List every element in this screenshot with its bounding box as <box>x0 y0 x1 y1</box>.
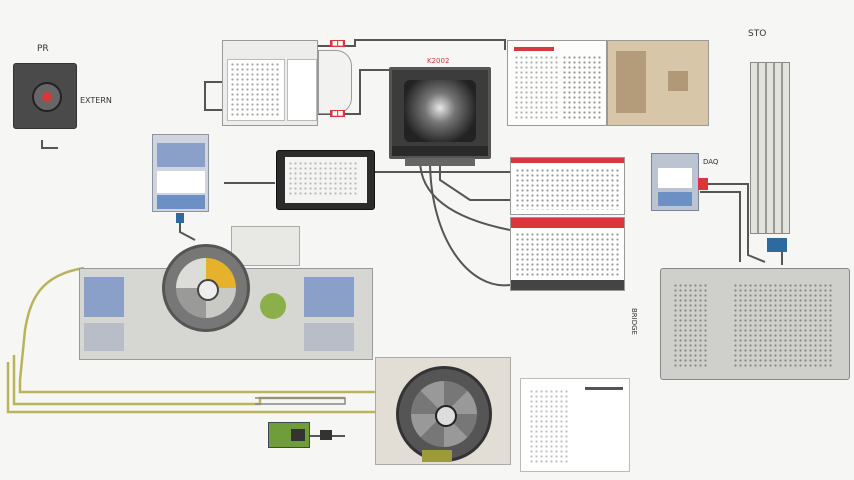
pr-label: PR <box>37 44 49 54</box>
red-connector-2: ■■ <box>330 110 346 117</box>
control-panel-ext <box>318 50 352 114</box>
building-block <box>79 268 373 360</box>
document-sheet <box>507 40 607 126</box>
radial-turbine-icon <box>162 244 250 332</box>
red-connector-1: ■■ <box>330 40 346 47</box>
monitor-connectors <box>405 158 475 166</box>
tower-sensor <box>767 238 787 252</box>
green-module <box>268 422 310 448</box>
photo-panel <box>607 40 709 126</box>
small-plug <box>320 430 332 440</box>
extern-label: EXTERN <box>80 96 112 105</box>
crt-monitor-icon <box>389 67 491 159</box>
keypad-device <box>152 134 209 212</box>
control-panel-top <box>222 40 318 126</box>
daq-label: DAQ <box>703 158 719 166</box>
icon-grid <box>227 59 285 121</box>
tablet-device <box>276 150 375 210</box>
round-gauge-icon <box>32 82 62 112</box>
lower-turbine-box <box>375 357 511 465</box>
bridge-rack <box>660 268 850 380</box>
daq-connector <box>698 178 708 190</box>
building-roof-sign <box>231 226 300 266</box>
notes-sheet <box>520 378 630 472</box>
monitor-tag: K2002 <box>427 57 450 65</box>
data-table-2 <box>510 217 625 291</box>
pressure-gauge-box <box>13 63 77 129</box>
daq-device <box>651 153 699 211</box>
data-table-1 <box>510 157 625 215</box>
tower-label: STO <box>748 29 767 39</box>
rack-label: BRIDGE <box>630 308 638 335</box>
wire-panel-loop <box>204 81 222 111</box>
keypad-plug <box>176 213 184 223</box>
storage-tower <box>750 62 790 234</box>
